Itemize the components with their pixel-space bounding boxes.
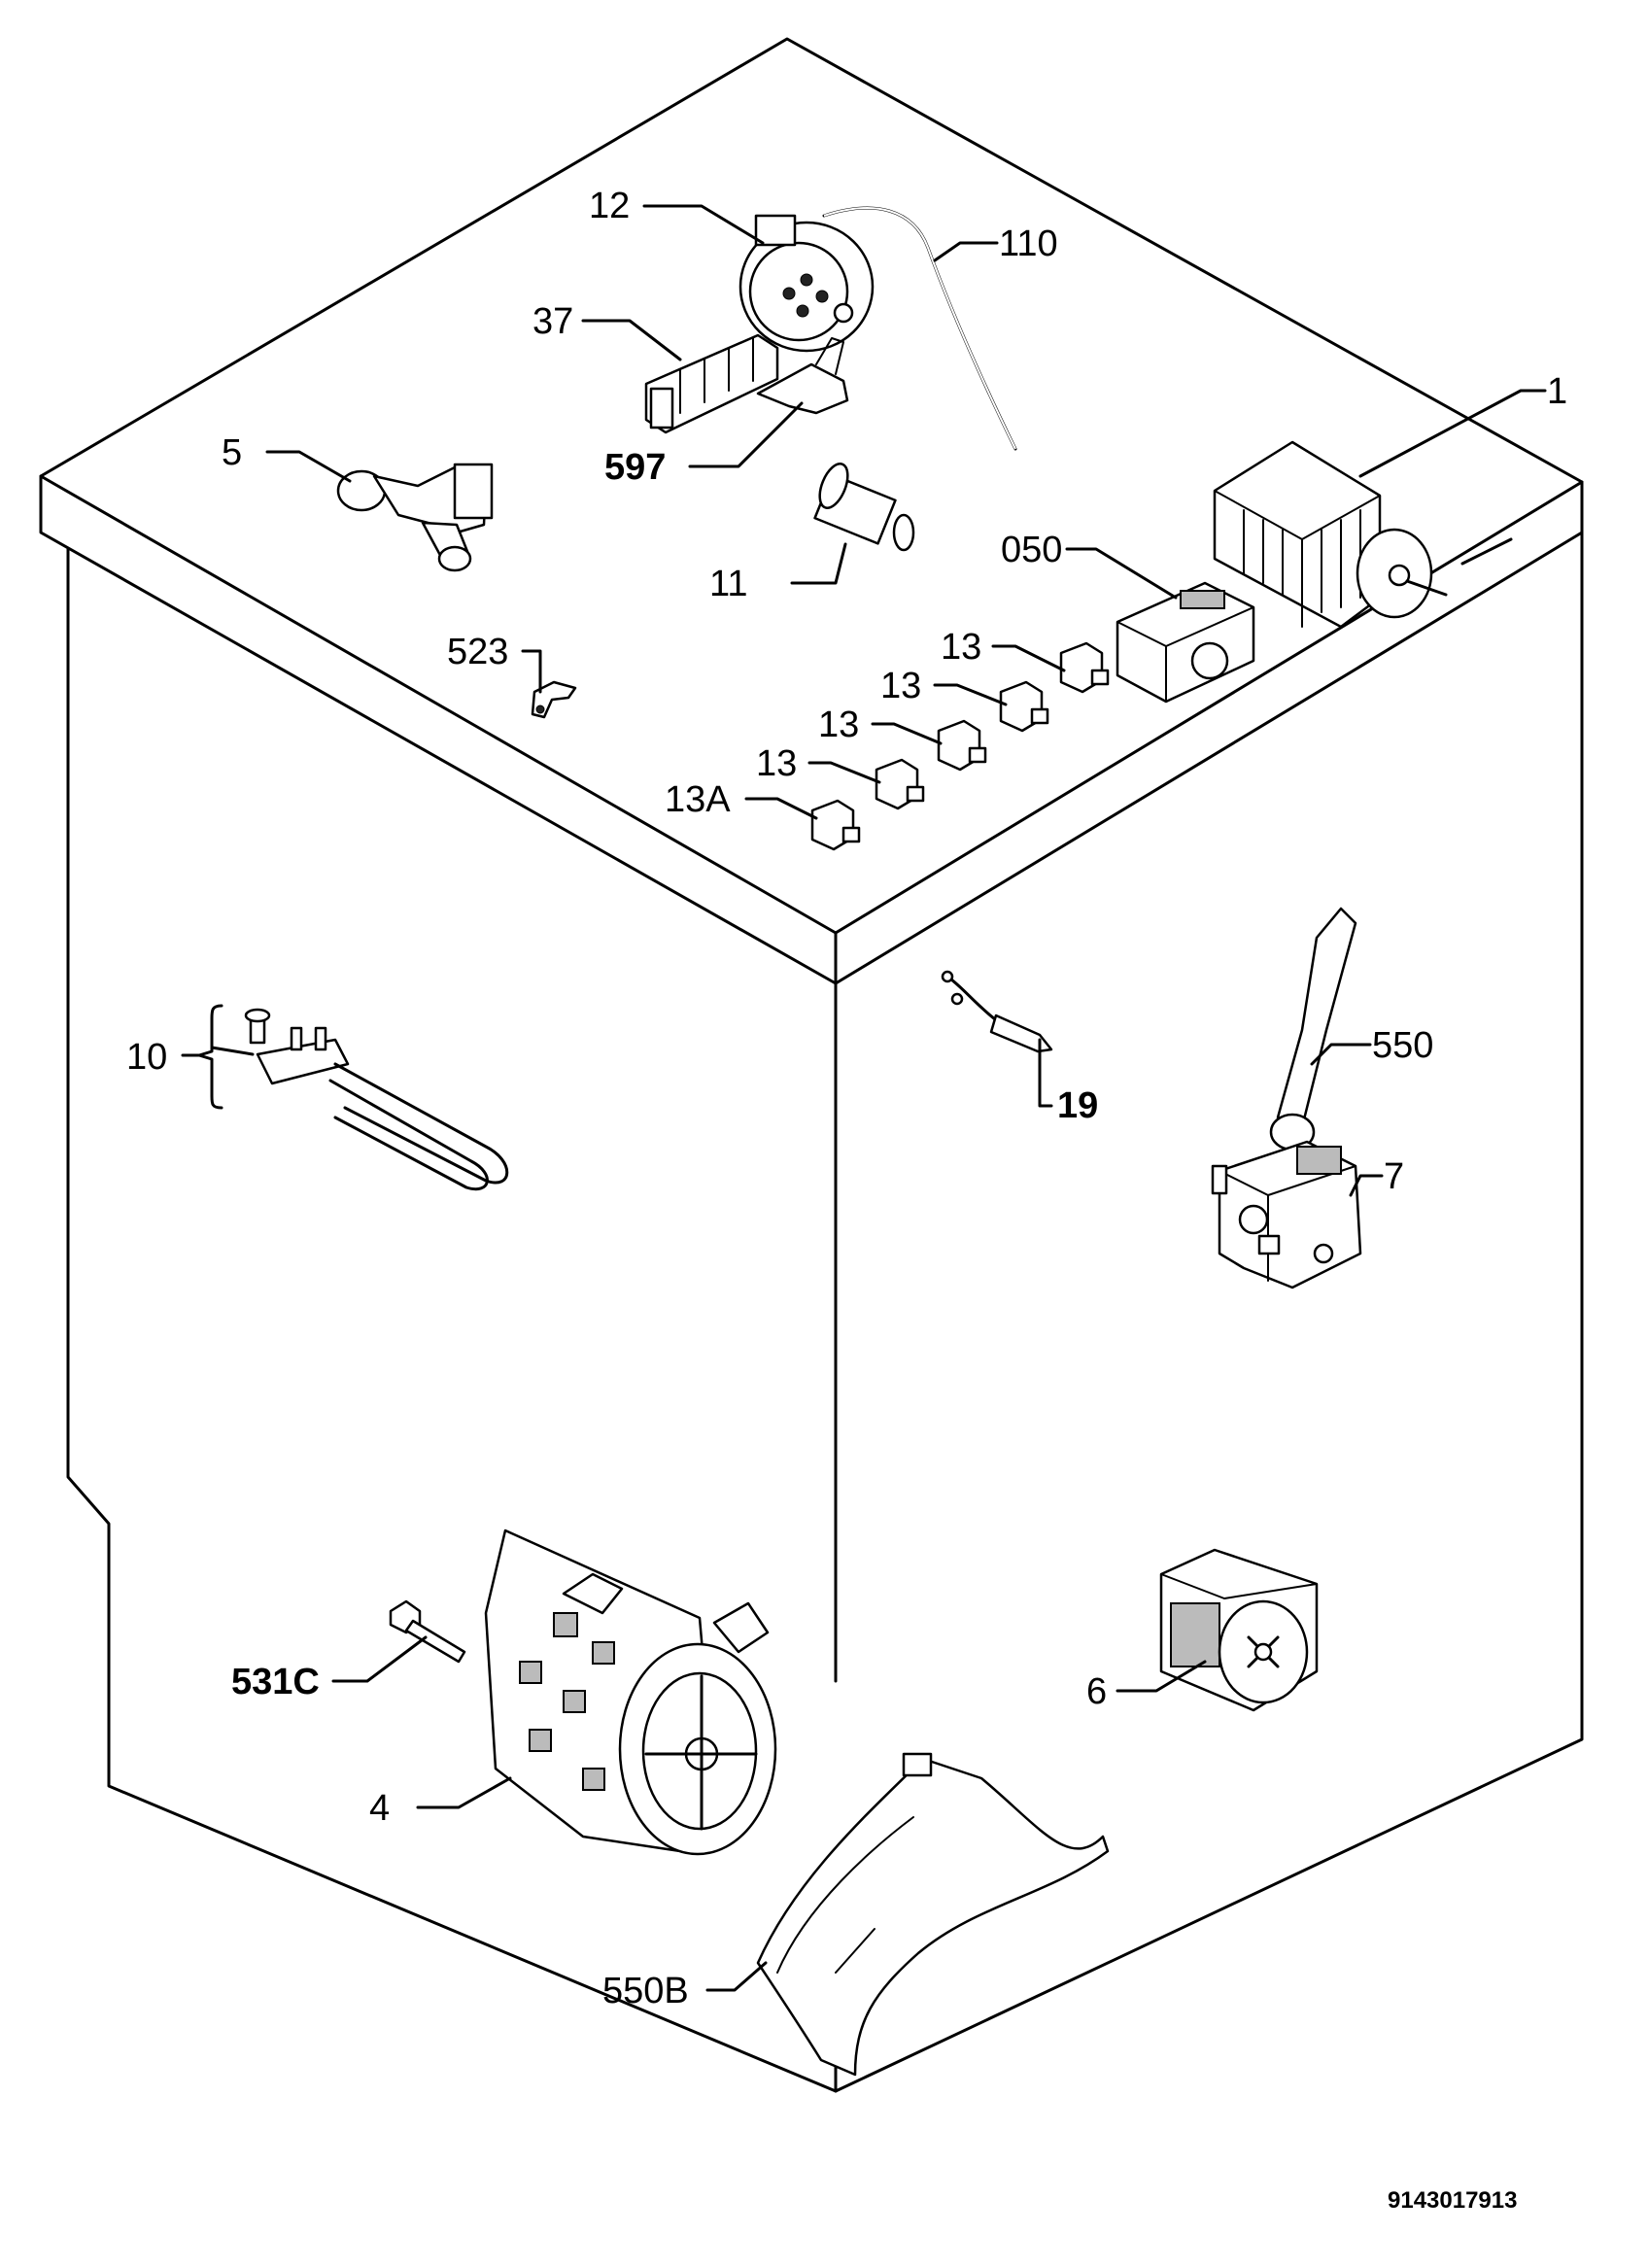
connector-13A: [810, 799, 861, 851]
part-6-drain-pump: [1159, 1548, 1319, 1712]
connectors-13: [810, 641, 1110, 851]
callout-13-1: 13: [941, 627, 981, 668]
callout-4: 4: [369, 1788, 390, 1829]
callout-5: 5: [222, 432, 242, 473]
part-597-bracket: [756, 337, 849, 415]
callout-37: 37: [532, 301, 573, 342]
callout-597: 597: [604, 447, 666, 488]
callout-13-4: 13: [756, 743, 797, 784]
callout-050: 050: [1001, 530, 1062, 570]
callout-11: 11: [709, 564, 747, 604]
part-7-door-interlock: [1211, 1140, 1362, 1289]
callout-1: 1: [1547, 371, 1567, 412]
part-550-lever: [1269, 907, 1357, 1151]
callout-531C: 531C: [231, 1662, 320, 1702]
connector-13-3: [937, 719, 987, 772]
callout-550: 550: [1372, 1025, 1433, 1066]
part-523-clip: [531, 680, 577, 719]
callout-13A: 13A: [665, 779, 731, 820]
part-12-pressure-switch: [738, 214, 875, 353]
part-1-programmer: [1213, 440, 1448, 629]
part-050-suppressor: [1116, 581, 1255, 704]
callout-7: 7: [1384, 1156, 1404, 1197]
part-4-motor: [484, 1529, 777, 1856]
callout-19: 19: [1057, 1085, 1098, 1126]
callout-550B: 550B: [602, 1971, 689, 2011]
part-531C-screw: [389, 1599, 466, 1664]
part-11-capacitor: [813, 463, 915, 552]
connector-13-2: [999, 680, 1049, 733]
connector-13-4: [875, 758, 925, 810]
document-number: 9143017913: [1388, 2187, 1517, 2214]
callout-13-2: 13: [880, 666, 921, 706]
callout-12: 12: [589, 186, 630, 226]
leader-lines: [181, 204, 1547, 1992]
callout-523: 523: [447, 632, 508, 672]
callout-110: 110: [999, 223, 1058, 264]
callout-labels: 12 110 37 597 5 1 11 050 13 13 13 13 13A…: [126, 186, 1567, 2214]
part-5-inlet-valve: [336, 463, 494, 572]
part-37-terminal-block: [644, 333, 779, 434]
part-10-heating-element: [244, 1008, 509, 1191]
part-19-sensor: [941, 970, 1053, 1053]
part-550B-duct: [756, 1752, 1110, 2077]
connector-13-1: [1059, 641, 1110, 694]
callout-13-3: 13: [818, 704, 859, 745]
callout-10: 10: [126, 1037, 167, 1078]
callout-6: 6: [1086, 1671, 1107, 1712]
